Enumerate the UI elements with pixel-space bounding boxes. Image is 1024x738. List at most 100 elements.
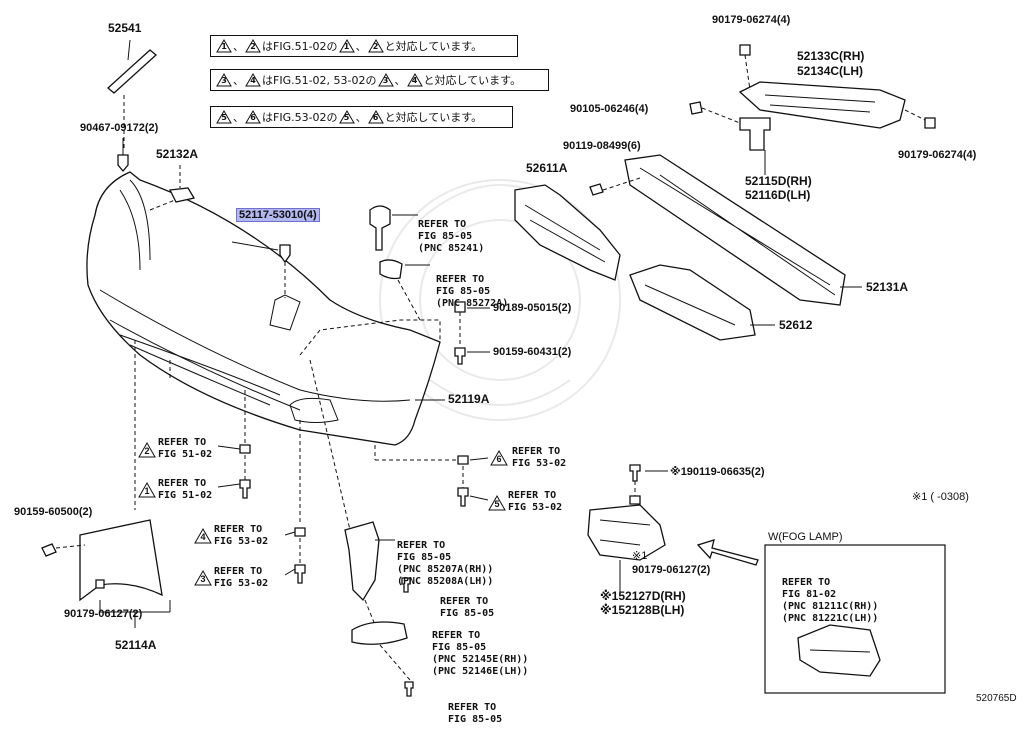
note-text: と対応しています。	[384, 111, 483, 124]
part-number-190119-06635[interactable]: ※190119-06635(2)	[670, 466, 765, 478]
part-number-52133C[interactable]: 52133C(RH)	[797, 49, 865, 63]
bolt-ref5	[457, 487, 469, 507]
cover-85272	[379, 259, 403, 280]
bracket-52114A	[79, 519, 163, 602]
triangle-marker-icon: 3	[377, 73, 394, 87]
part-number-52611A[interactable]: 52611A	[526, 161, 568, 175]
clip-90467	[117, 154, 129, 173]
part-number-52115D[interactable]: 52115D(RH)	[745, 174, 812, 188]
bolt-190119	[629, 464, 641, 482]
part-number-90179-06127-right[interactable]: 90179-06127(2)	[632, 564, 711, 576]
triangle-marker-icon: 1	[338, 39, 355, 53]
figure-code: 520765D	[976, 693, 1017, 704]
part-number-90179-06274-top[interactable]: 90179-06274(4)	[712, 14, 791, 26]
note-text: 、	[355, 40, 367, 53]
clip-90179c	[95, 579, 105, 589]
part-number-52114A[interactable]: 52114A	[115, 638, 157, 652]
direction-arrow	[696, 539, 759, 566]
part-number-52117-53010[interactable]: 52117-53010(4)	[236, 208, 320, 222]
part-number-52132A[interactable]: 52132A	[156, 147, 199, 161]
part-number-90119-08499[interactable]: 90119-08499(6)	[563, 140, 641, 152]
part-number-52131A[interactable]: 52131A	[866, 280, 909, 294]
note-text: はFIG.53-02の	[262, 111, 338, 124]
triangle-marker-icon: 1	[216, 39, 232, 53]
bracket-52133C	[738, 81, 906, 129]
fog-lamp-title: W(FOG LAMP)	[768, 531, 843, 543]
bracket-52115D	[739, 117, 771, 151]
part-number-52612[interactable]: 52612	[779, 318, 813, 332]
part-number-152127D[interactable]: ※152127D(RH)	[600, 589, 686, 603]
triangle-marker-icon: 5	[488, 494, 506, 511]
fog-lamp-inset-box	[764, 544, 946, 694]
triangle-marker-icon: 6	[245, 110, 261, 124]
part-number-90179-06274-right[interactable]: 90179-06274(4)	[898, 149, 977, 161]
triangle-marker-icon: 2	[245, 39, 261, 53]
note-text: と対応しています。	[423, 74, 522, 87]
sensor-85241	[369, 205, 391, 251]
note-text: はFIG.51-02, 53-02の	[262, 74, 377, 87]
part-number-90179-06127-left[interactable]: 90179-06127(2)	[64, 608, 143, 620]
applicability-note: ※1 ( -0308)	[912, 491, 969, 503]
nut-ref2	[239, 444, 251, 454]
triangle-marker-icon: 2	[138, 441, 156, 458]
bolt-85-05b	[404, 681, 414, 697]
note-text: はFIG.51-02の	[262, 40, 338, 53]
triangle-marker-icon: 3	[194, 569, 212, 586]
bracket-85207	[344, 521, 380, 602]
triangle-marker-icon: 2	[367, 39, 384, 53]
triangle-marker-icon: 3	[216, 73, 232, 87]
triangle-marker-icon: 6	[367, 110, 384, 124]
note-text: 、	[355, 111, 367, 124]
diagram-drawing	[41, 39, 946, 697]
clip-52117	[279, 244, 291, 264]
nut-90179b	[924, 117, 936, 129]
part-number-152128B[interactable]: ※152128B(LH)	[600, 603, 685, 617]
triangle-marker-icon: 5	[338, 110, 355, 124]
watermark-emblem	[379, 179, 621, 421]
part-number-90189-05015[interactable]: 90189-05015(2)	[493, 302, 572, 314]
fog-cover-152127D	[587, 504, 666, 561]
parts-diagram: 1 、 2 はFIG.51-02の 1 、 2 と対応しています。 3 、 4 …	[14, 14, 1017, 725]
note-text: 、	[233, 111, 244, 124]
bumper-cover-52119A	[86, 171, 441, 446]
part-number-90467-09172[interactable]: 90467-09172(2)	[80, 122, 159, 134]
nut-ref4	[294, 527, 306, 537]
note-text: と対応しています。	[384, 40, 483, 53]
nut-90179d	[629, 495, 641, 505]
nut-90189	[454, 301, 466, 313]
triangle-marker-icon: 1	[138, 481, 156, 498]
bolt-90105	[689, 101, 703, 115]
part-number-90159-60431[interactable]: 90159-60431(2)	[493, 346, 572, 358]
triangle-marker-icon: 4	[406, 73, 423, 87]
triangle-marker-icon: 5	[216, 110, 232, 124]
bolt-ref1	[239, 479, 251, 499]
bracket-52132A	[169, 187, 196, 203]
part-number-90159-60500[interactable]: 90159-60500(2)	[14, 506, 93, 518]
part-number-90105-06246[interactable]: 90105-06246(4)	[570, 103, 649, 115]
molding-52541	[107, 49, 157, 94]
bolt-90119	[589, 183, 604, 196]
bolt-85-05a	[401, 577, 411, 593]
part-number-52134C[interactable]: 52134C(LH)	[797, 64, 864, 78]
part-number-52119A[interactable]: 52119A	[448, 392, 490, 406]
applicability-marker: ※1	[632, 550, 648, 562]
triangle-marker-icon: 4	[194, 527, 212, 544]
absorber-52611A	[514, 184, 621, 281]
nut-90179a	[739, 44, 751, 56]
part-number-52116D[interactable]: 52116D(LH)	[745, 188, 811, 202]
part-number-52541[interactable]: 52541	[108, 21, 142, 35]
nut-ref6	[457, 455, 469, 465]
